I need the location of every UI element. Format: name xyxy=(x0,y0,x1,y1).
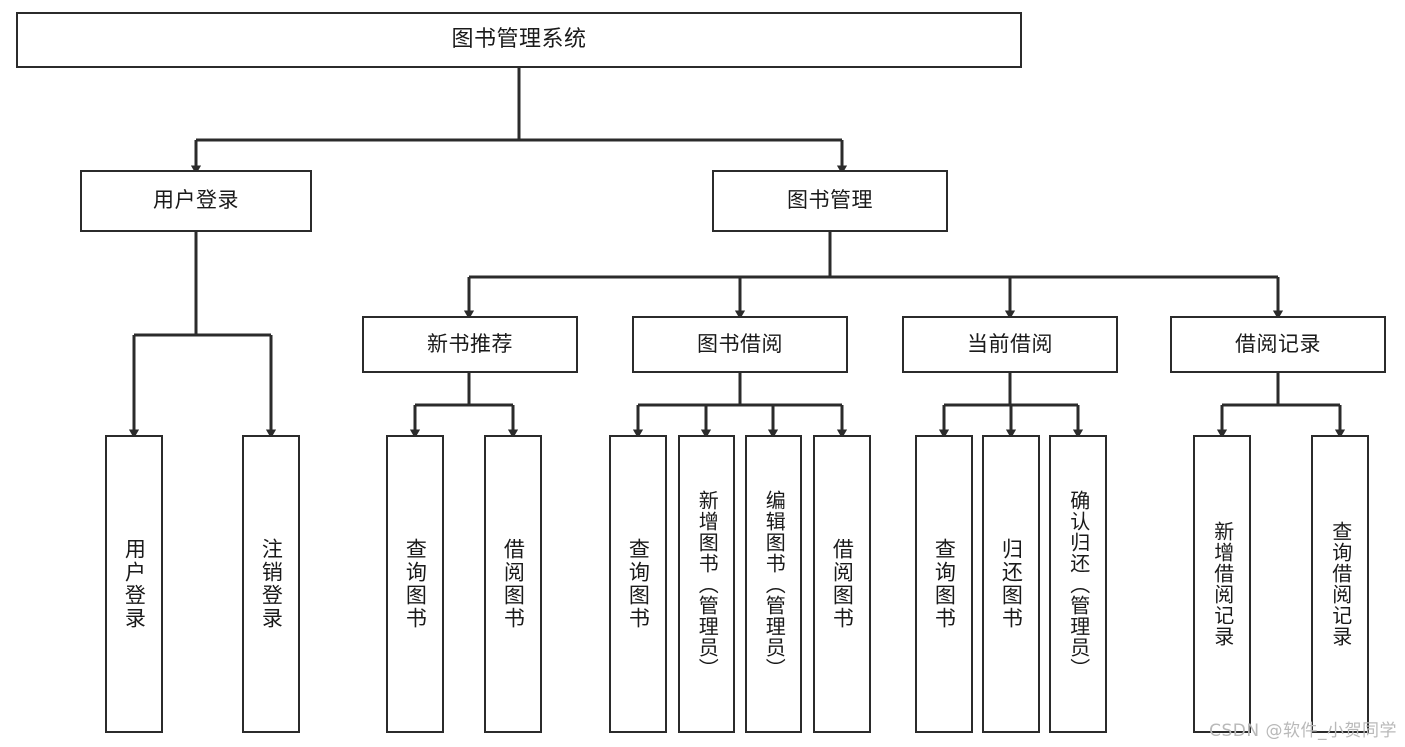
node-user-login[interactable]: 用户登录 xyxy=(80,170,312,232)
leaf-logout-label: 注销登录 xyxy=(259,538,284,630)
node-book-manage[interactable]: 图书管理 xyxy=(712,170,948,232)
leaf-logout[interactable]: 注销登录 xyxy=(242,435,300,733)
node-borrow-record[interactable]: 借阅记录 xyxy=(1170,316,1386,373)
leaf-return-book-label: 归还图书 xyxy=(999,538,1024,630)
node-current-borrow[interactable]: 当前借阅 xyxy=(902,316,1118,373)
leaf-edit-book-admin[interactable]: 编辑图书（管理员） xyxy=(745,435,802,733)
watermark: CSDN @软件_小贺同学 xyxy=(1209,721,1397,741)
leaf-add-borrow-record[interactable]: 新增借阅记录 xyxy=(1193,435,1251,733)
leaf-query-book-3[interactable]: 查询图书 xyxy=(915,435,973,733)
leaf-borrow-book-2[interactable]: 借阅图书 xyxy=(813,435,871,733)
leaf-borrow-book-2-label: 借阅图书 xyxy=(830,538,855,630)
leaf-query-book-2-label: 查询图书 xyxy=(626,538,651,630)
leaf-add-book-admin-label: 新增图书（管理员） xyxy=(695,489,720,679)
node-root[interactable]: 图书管理系统 xyxy=(16,12,1022,68)
node-new-book-recommend-label: 新书推荐 xyxy=(427,331,513,356)
leaf-edit-book-admin-label: 编辑图书（管理员） xyxy=(762,489,787,679)
node-book-borrow-label: 图书借阅 xyxy=(697,331,783,356)
leaf-query-book-2[interactable]: 查询图书 xyxy=(609,435,667,733)
leaf-query-borrow-record-label: 查询借阅记录 xyxy=(1328,521,1353,647)
leaf-query-book-3-label: 查询图书 xyxy=(932,538,957,630)
node-book-manage-label: 图书管理 xyxy=(787,188,873,213)
leaf-confirm-return-admin-label: 确认归还（管理员） xyxy=(1066,489,1091,679)
leaf-query-book-1[interactable]: 查询图书 xyxy=(386,435,444,733)
node-current-borrow-label: 当前借阅 xyxy=(967,331,1053,356)
leaf-add-borrow-record-label: 新增借阅记录 xyxy=(1210,521,1235,647)
leaf-borrow-book-1[interactable]: 借阅图书 xyxy=(484,435,542,733)
leaf-user-login[interactable]: 用户登录 xyxy=(105,435,163,733)
leaf-confirm-return-admin[interactable]: 确认归还（管理员） xyxy=(1049,435,1107,733)
leaf-query-borrow-record[interactable]: 查询借阅记录 xyxy=(1311,435,1369,733)
node-root-label: 图书管理系统 xyxy=(451,26,587,52)
node-book-borrow[interactable]: 图书借阅 xyxy=(632,316,848,373)
leaf-user-login-label: 用户登录 xyxy=(122,538,147,630)
node-user-login-label: 用户登录 xyxy=(153,188,239,213)
node-borrow-record-label: 借阅记录 xyxy=(1235,331,1321,356)
leaf-return-book[interactable]: 归还图书 xyxy=(982,435,1040,733)
node-new-book-recommend[interactable]: 新书推荐 xyxy=(362,316,578,373)
leaf-borrow-book-1-label: 借阅图书 xyxy=(501,538,526,630)
leaf-add-book-admin[interactable]: 新增图书（管理员） xyxy=(678,435,735,733)
leaf-query-book-1-label: 查询图书 xyxy=(403,538,428,630)
